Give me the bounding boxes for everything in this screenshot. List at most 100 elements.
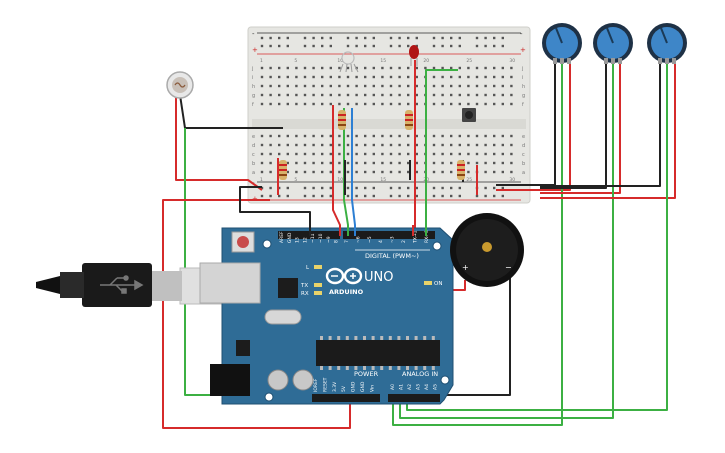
breadboard-hole[interactable]: [407, 44, 410, 48]
breadboard-hole[interactable]: [441, 134, 444, 138]
breadboard-hole[interactable]: [484, 66, 487, 70]
breadboard-hole[interactable]: [398, 143, 401, 147]
breadboard-hole[interactable]: [355, 186, 358, 190]
breadboard-hole[interactable]: [407, 170, 410, 174]
breadboard-hole[interactable]: [415, 66, 418, 70]
breadboard-hole[interactable]: [389, 194, 393, 198]
breadboard-hole[interactable]: [510, 66, 513, 70]
breadboard-hole[interactable]: [338, 170, 341, 174]
breadboard-hole[interactable]: [286, 143, 289, 147]
breadboard-hole[interactable]: [321, 186, 324, 190]
breadboard-hole[interactable]: [329, 186, 332, 190]
breadboard-hole[interactable]: [398, 194, 401, 198]
red-led[interactable]: [409, 45, 419, 66]
breadboard-hole[interactable]: [501, 161, 504, 165]
breadboard-hole[interactable]: [278, 66, 281, 70]
breadboard-hole[interactable]: [501, 75, 504, 79]
breadboard-hole[interactable]: [321, 134, 324, 138]
breadboard-hole[interactable]: [381, 152, 384, 156]
breadboard-hole[interactable]: [432, 170, 436, 174]
reset-button-cap[interactable]: [237, 236, 249, 248]
breadboard-hole[interactable]: [467, 161, 470, 165]
breadboard-hole[interactable]: [389, 75, 393, 79]
breadboard-hole[interactable]: [458, 194, 461, 198]
breadboard-hole[interactable]: [398, 152, 401, 156]
breadboard-hole[interactable]: [278, 143, 281, 147]
breadboard-hole[interactable]: [312, 194, 315, 198]
breadboard-hole[interactable]: [286, 44, 289, 48]
breadboard-hole[interactable]: [329, 84, 332, 88]
breadboard-hole[interactable]: [450, 66, 453, 70]
breadboard-hole[interactable]: [432, 194, 436, 198]
breadboard-hole[interactable]: [493, 66, 496, 70]
breadboard-hole[interactable]: [286, 134, 289, 138]
breadboard-hole[interactable]: [329, 170, 332, 174]
breadboard-hole[interactable]: [389, 134, 393, 138]
breadboard-hole[interactable]: [364, 93, 367, 97]
breadboard-hole[interactable]: [312, 102, 315, 106]
breadboard-hole[interactable]: [303, 161, 307, 165]
breadboard-hole[interactable]: [441, 143, 444, 147]
breadboard-hole[interactable]: [372, 134, 375, 138]
breadboard-hole[interactable]: [432, 75, 436, 79]
breadboard-hole[interactable]: [467, 152, 470, 156]
breadboard-hole[interactable]: [475, 143, 479, 147]
breadboard-hole[interactable]: [381, 170, 384, 174]
breadboard-hole[interactable]: [278, 134, 281, 138]
breadboard-hole[interactable]: [432, 161, 436, 165]
breadboard-hole[interactable]: [475, 102, 479, 106]
breadboard-hole[interactable]: [346, 102, 350, 106]
breadboard-hole[interactable]: [389, 170, 393, 174]
breadboard-hole[interactable]: [475, 152, 479, 156]
breadboard-hole[interactable]: [312, 186, 315, 190]
breadboard-hole[interactable]: [432, 186, 436, 190]
breadboard-hole[interactable]: [432, 44, 436, 48]
breadboard-hole[interactable]: [381, 143, 384, 147]
breadboard-hole[interactable]: [415, 152, 418, 156]
breadboard-hole[interactable]: [441, 161, 444, 165]
breadboard-hole[interactable]: [329, 134, 332, 138]
resistor-red[interactable]: [338, 110, 346, 130]
breadboard-hole[interactable]: [372, 66, 375, 70]
breadboard-hole[interactable]: [389, 93, 393, 97]
breadboard-hole[interactable]: [441, 93, 444, 97]
piezo-buzzer[interactable]: + −: [450, 213, 524, 287]
breadboard-hole[interactable]: [475, 161, 479, 165]
breadboard-hole[interactable]: [372, 170, 375, 174]
breadboard-hole[interactable]: [269, 44, 272, 48]
breadboard-hole[interactable]: [260, 152, 264, 156]
breadboard-hole[interactable]: [510, 75, 513, 79]
pot1-signal-wire[interactable]: [392, 58, 563, 426]
breadboard-hole[interactable]: [381, 66, 384, 70]
breadboard-hole[interactable]: [450, 93, 453, 97]
breadboard-hole[interactable]: [260, 84, 264, 88]
breadboard-hole[interactable]: [355, 84, 358, 88]
breadboard-hole[interactable]: [312, 36, 315, 40]
breadboard-hole[interactable]: [269, 36, 272, 40]
breadboard-hole[interactable]: [484, 186, 487, 190]
breadboard-hole[interactable]: [484, 152, 487, 156]
breadboard-hole[interactable]: [484, 93, 487, 97]
breadboard-hole[interactable]: [458, 84, 461, 88]
breadboard-hole[interactable]: [467, 102, 470, 106]
breadboard-hole[interactable]: [372, 152, 375, 156]
breadboard-hole[interactable]: [364, 186, 367, 190]
breadboard-hole[interactable]: [415, 161, 418, 165]
breadboard-hole[interactable]: [501, 170, 504, 174]
breadboard-hole[interactable]: [329, 152, 332, 156]
breadboard-hole[interactable]: [458, 186, 461, 190]
breadboard-hole[interactable]: [510, 93, 513, 97]
breadboard-hole[interactable]: [407, 143, 410, 147]
breadboard-hole[interactable]: [355, 44, 358, 48]
breadboard-hole[interactable]: [475, 75, 479, 79]
breadboard-hole[interactable]: [458, 66, 461, 70]
breadboard-hole[interactable]: [475, 36, 479, 40]
breadboard-hole[interactable]: [286, 170, 289, 174]
breadboard-hole[interactable]: [398, 134, 401, 138]
breadboard-hole[interactable]: [381, 134, 384, 138]
breadboard-hole[interactable]: [295, 143, 298, 147]
breadboard-hole[interactable]: [398, 186, 401, 190]
button-signal-wire[interactable]: [425, 69, 458, 232]
breadboard-hole[interactable]: [501, 66, 504, 70]
breadboard-hole[interactable]: [286, 102, 289, 106]
